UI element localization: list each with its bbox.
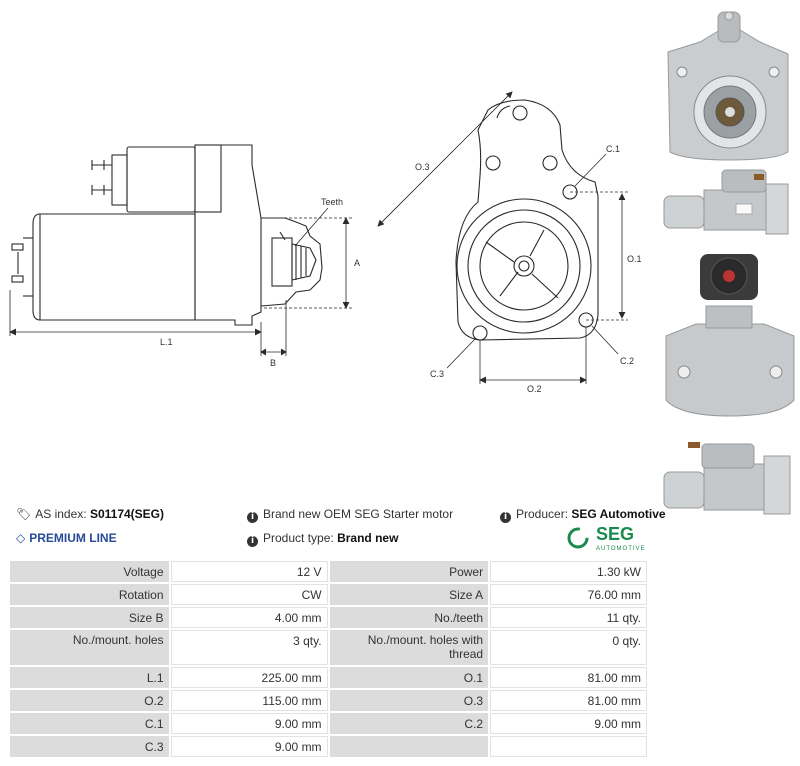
spec-label: O.2 <box>10 690 169 711</box>
table-row: No./mount. holes 3 qty. No./mount. holes… <box>10 630 647 665</box>
spec-label: No./mount. holes with thread <box>329 630 489 665</box>
dimension-c1-label: C.1 <box>606 144 620 154</box>
spec-value: 115.00 mm <box>170 690 328 711</box>
spec-label: L.1 <box>10 667 169 688</box>
dimension-o3-label: O.3 <box>415 162 430 172</box>
description-text: Brand new OEM SEG Starter motor <box>263 507 454 521</box>
photo-starter-front-view[interactable] <box>660 2 800 164</box>
as-index-value: S01174(SEG) <box>89 507 164 521</box>
teeth-label: Teeth <box>321 197 343 207</box>
seg-logo: SEG AUTOMOTIVE <box>567 524 646 552</box>
seg-logo-name: SEG <box>596 524 634 544</box>
technical-drawing: Teeth A L.1 B O.3 C.1 O.1 C.2 C.3 O.2 <box>9 91 642 394</box>
info-icon: i <box>247 536 258 547</box>
product-type-label: Product type: <box>263 531 334 545</box>
spec-value: 9.00 mm <box>490 713 647 734</box>
table-row: C.3 9.00 mm <box>10 736 647 757</box>
diamond-icon: ◇ <box>16 531 26 545</box>
spec-label: C.1 <box>10 713 169 734</box>
premium-line-label: PREMIUM LINE <box>29 531 117 545</box>
spec-value: 76.00 mm <box>490 584 647 605</box>
side-view <box>11 144 323 326</box>
spec-label: Size A <box>329 584 489 605</box>
producer-value: SEG Automotive <box>571 507 666 521</box>
specification-table: Voltage 12 V Power 1.30 kW Rotation CW S… <box>8 559 649 759</box>
seg-logo-sub: AUTOMOTIVE <box>596 546 646 552</box>
spec-label: C.2 <box>329 713 489 734</box>
spec-label: C.3 <box>10 736 169 757</box>
table-row: Rotation CW Size A 76.00 mm <box>10 584 647 605</box>
photo-starter-side-view[interactable] <box>660 166 800 246</box>
spec-label: O.1 <box>329 667 489 688</box>
spec-label: No./teeth <box>329 607 489 628</box>
spec-label: Rotation <box>10 584 169 605</box>
as-index-row: 🏷AS index: S01174(SEG) <box>16 507 164 521</box>
spec-label: Voltage <box>10 561 169 582</box>
product-type-value: Brand new <box>337 531 399 545</box>
spec-value: 3 qty. <box>170 630 328 665</box>
front-view <box>455 99 599 341</box>
table-row: Voltage 12 V Power 1.30 kW <box>10 561 647 582</box>
spec-value: CW <box>170 584 328 605</box>
product-photos <box>660 0 800 525</box>
dimension-o1-label: O.1 <box>627 254 642 264</box>
spec-value: 11 qty. <box>490 607 647 628</box>
table-row: C.1 9.00 mm C.2 9.00 mm <box>10 713 647 734</box>
as-index-label: AS index: <box>35 507 87 521</box>
info-icon: i <box>247 512 258 523</box>
photo-starter-side-view-2[interactable] <box>660 432 800 524</box>
dimension-c2-label: C.2 <box>620 356 634 366</box>
spec-value: 81.00 mm <box>490 690 647 711</box>
spec-value: 4.00 mm <box>170 607 328 628</box>
table-row: O.2 115.00 mm O.3 81.00 mm <box>10 690 647 711</box>
spec-value: 0 qty. <box>490 630 647 665</box>
spec-label <box>329 736 489 757</box>
spec-value: 9.00 mm <box>170 736 328 757</box>
spec-value: 9.00 mm <box>170 713 328 734</box>
producer-row: i Producer: SEG Automotive <box>500 507 666 523</box>
dimension-o2-label: O.2 <box>527 384 542 394</box>
dimension-b-label: B <box>270 358 276 368</box>
table-row: Size B 4.00 mm No./teeth 11 qty. <box>10 607 647 628</box>
table-row: L.1 225.00 mm O.1 81.00 mm <box>10 667 647 688</box>
spec-value: 225.00 mm <box>170 667 328 688</box>
product-type-row: i Product type: Brand new <box>247 531 398 547</box>
spec-label: Size B <box>10 607 169 628</box>
dimension-l1-label: L.1 <box>160 337 173 347</box>
spec-value: 1.30 kW <box>490 561 647 582</box>
spec-value: 12 V <box>170 561 328 582</box>
description-row: i Brand new OEM SEG Starter motor <box>247 507 453 523</box>
spec-label: No./mount. holes <box>10 630 169 665</box>
premium-line-badge: ◇PREMIUM LINE <box>16 531 117 545</box>
tag-icon: 🏷 <box>16 507 32 521</box>
dimension-c3-label: C.3 <box>430 369 444 379</box>
spec-value: 81.00 mm <box>490 667 647 688</box>
photo-starter-top-view[interactable] <box>660 250 800 422</box>
spec-label: Power <box>329 561 489 582</box>
spec-value <box>490 736 647 757</box>
dimension-a-label: A <box>354 258 360 268</box>
info-icon: i <box>500 512 511 523</box>
spec-label: O.3 <box>329 690 489 711</box>
producer-label: Producer: <box>516 507 569 521</box>
